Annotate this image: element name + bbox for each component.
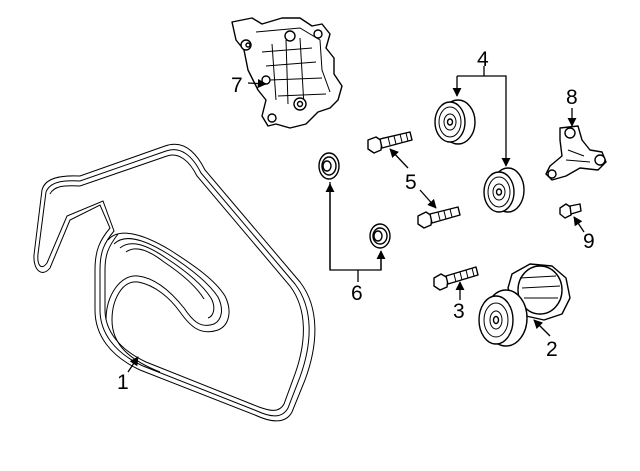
leader-5b	[419, 189, 437, 209]
leader-lines	[127, 66, 585, 373]
callout-8: 8	[566, 86, 578, 109]
mounting-bracket[interactable]	[231, 17, 343, 129]
callout-3: 3	[453, 300, 465, 323]
leader-5a	[389, 148, 409, 169]
callout-numbers: 1 2 3 4 5 6 7 8 9	[117, 48, 595, 394]
callout-1: 1	[117, 371, 129, 394]
serpentine-belt[interactable]	[33, 143, 316, 422]
leader-7	[247, 79, 267, 89]
leader-9	[573, 216, 585, 233]
pulley-dust-cap-upper[interactable]	[318, 152, 340, 180]
callout-5: 5	[405, 171, 417, 194]
idler-pulley-upper[interactable]	[434, 99, 476, 145]
callout-2: 2	[546, 338, 558, 361]
pulley-bolt-lower[interactable]	[417, 206, 461, 229]
callout-6: 6	[351, 282, 363, 305]
leader-4b	[457, 75, 511, 167]
leader-6	[329, 182, 382, 271]
leader-1	[127, 356, 139, 373]
belt-tensioner[interactable]	[478, 263, 571, 347]
bracket-bolt[interactable]	[559, 203, 582, 219]
callout-9: 9	[583, 230, 595, 253]
tensioner-bolt[interactable]	[433, 266, 479, 291]
pulley-dust-cap-lower[interactable]	[369, 223, 391, 249]
pulley-bolt-upper[interactable]	[367, 131, 413, 154]
callout-7: 7	[231, 74, 243, 97]
support-bracket[interactable]	[545, 125, 607, 181]
idler-pulley-lower[interactable]	[483, 167, 525, 213]
callout-4: 4	[477, 48, 489, 71]
leader-2	[533, 319, 551, 337]
